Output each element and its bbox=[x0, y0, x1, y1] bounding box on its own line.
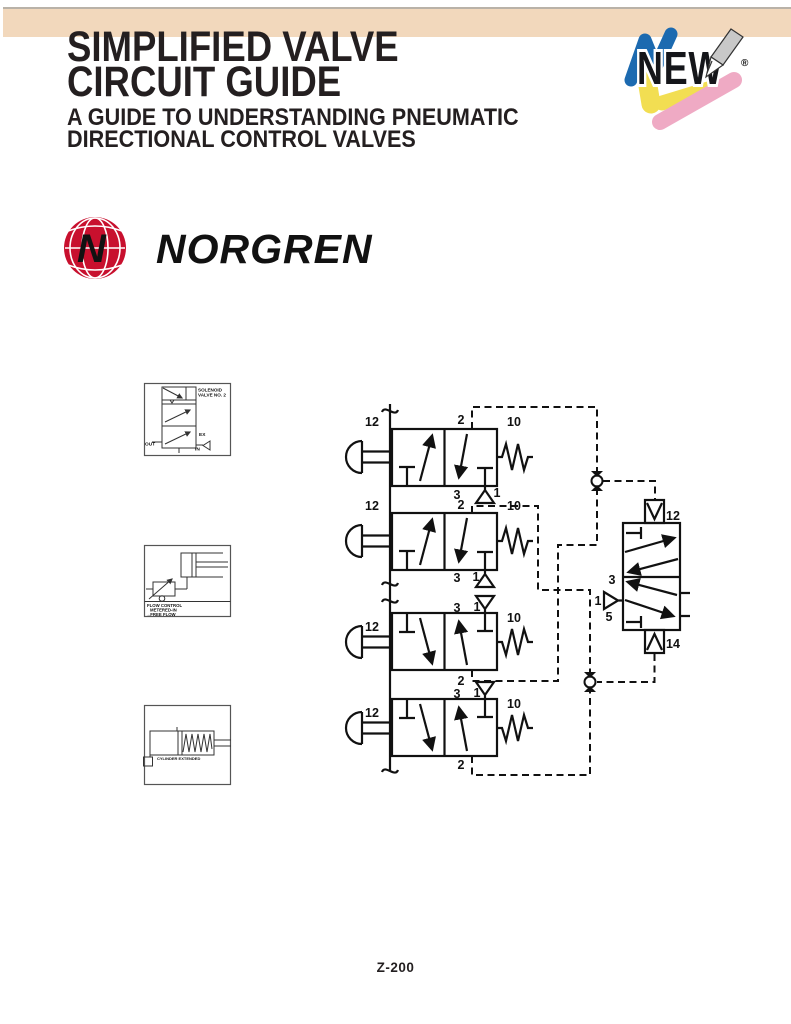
norgren-wordmark: NORGREN bbox=[156, 226, 373, 272]
yellow-stroke bbox=[634, 52, 661, 114]
new-badge: NEW ® bbox=[624, 27, 749, 130]
pink-stroke bbox=[652, 72, 742, 130]
subtitle-line-2: DIRECTIONAL CONTROL VALVES bbox=[67, 126, 416, 153]
mv-port-3: 3 bbox=[609, 573, 616, 587]
solenoid-label-in: IN bbox=[195, 447, 200, 453]
inset-solenoid-diagram: SOLENOID VALVE NO. 2 EX OUT IN bbox=[143, 382, 232, 457]
flow-caption-2: METERED-IN bbox=[150, 607, 177, 612]
mv-port-1: 1 bbox=[595, 594, 602, 608]
v1-port-3: 3 bbox=[454, 488, 461, 502]
v3-port-12: 12 bbox=[365, 620, 379, 634]
v4-port-2: 2 bbox=[458, 758, 465, 772]
pilot-signal-lines bbox=[471, 406, 656, 776]
solenoid-label-out: OUT bbox=[145, 442, 155, 448]
cylinder-caption: CYLINDER EXTENDED bbox=[157, 756, 200, 761]
valve-2 bbox=[346, 513, 533, 587]
globe-initial: N bbox=[77, 227, 107, 271]
v3-port-3: 3 bbox=[454, 601, 461, 615]
v2-port-10: 10 bbox=[507, 499, 521, 513]
main-circuit-diagram: 12 2 10 3 1 12 2 10 3 1 3 1 12 10 2 3 1 … bbox=[330, 404, 690, 776]
valve-1 bbox=[346, 429, 533, 503]
v2-port-2: 2 bbox=[458, 498, 465, 512]
registered-mark: ® bbox=[741, 58, 749, 69]
v3-port-10: 10 bbox=[507, 611, 521, 625]
v1-port-1: 1 bbox=[494, 486, 501, 500]
mv-port-12: 12 bbox=[666, 509, 680, 523]
v4-port-12: 12 bbox=[365, 706, 379, 720]
port-labels: 12 2 10 3 1 12 2 10 3 1 3 1 12 10 2 3 1 … bbox=[365, 413, 680, 772]
v2-port-1: 1 bbox=[473, 570, 480, 584]
solenoid-label-2: VALVE NO. 2 bbox=[198, 393, 226, 398]
shuttle-valve-bottom-icon bbox=[583, 671, 597, 693]
solenoid-label-1: SOLENOID bbox=[198, 388, 223, 393]
v1-port-10: 10 bbox=[507, 415, 521, 429]
v3-port-2: 2 bbox=[458, 674, 465, 688]
badge-brush-strokes bbox=[624, 27, 742, 130]
page-title: SIMPLIFIED VALVE CIRCUIT GUIDE bbox=[67, 23, 457, 106]
page-accent-band bbox=[3, 9, 791, 37]
v3-port-1: 1 bbox=[474, 600, 481, 614]
mv-port-14: 14 bbox=[666, 637, 680, 651]
subtitle-line-1: A GUIDE TO UNDERSTANDING PNEUMATIC bbox=[67, 104, 519, 131]
blue-stroke bbox=[624, 27, 678, 87]
v1-port-12: 12 bbox=[365, 415, 379, 429]
shuttle-valve-top-icon bbox=[590, 470, 604, 492]
flow-caption-1: FLOW CONTROL bbox=[147, 603, 182, 608]
solenoid-label-ex: EX bbox=[199, 432, 206, 438]
mv-port-5: 5 bbox=[606, 610, 613, 624]
flow-caption-3: →FREE FLOW bbox=[146, 612, 177, 617]
v2-port-12: 12 bbox=[365, 499, 379, 513]
title-line-2: CIRCUIT GUIDE bbox=[67, 58, 342, 106]
v4-port-1: 1 bbox=[474, 686, 481, 700]
title-line-1: SIMPLIFIED VALVE bbox=[67, 23, 399, 71]
v4-port-3: 3 bbox=[454, 687, 461, 701]
page-top-edge bbox=[3, 7, 791, 9]
page-subtitle: A GUIDE TO UNDERSTANDING PNEUMATIC DIREC… bbox=[67, 104, 569, 153]
pen-icon bbox=[705, 28, 744, 79]
norgren-logo: N NORGREN bbox=[64, 217, 373, 279]
supply-line bbox=[380, 404, 400, 774]
inset-flow-control-diagram: FLOW CONTROL METERED-IN →FREE FLOW bbox=[143, 544, 232, 618]
v4-port-10: 10 bbox=[507, 697, 521, 711]
inset-cylinder-diagram: CYLINDER EXTENDED bbox=[143, 704, 232, 786]
globe-icon: N bbox=[64, 217, 126, 279]
pilot-operated-valve bbox=[602, 498, 690, 655]
footer-page-number: Z-200 bbox=[376, 960, 415, 975]
v1-port-2: 2 bbox=[458, 413, 465, 427]
v2-port-3: 3 bbox=[454, 571, 461, 585]
